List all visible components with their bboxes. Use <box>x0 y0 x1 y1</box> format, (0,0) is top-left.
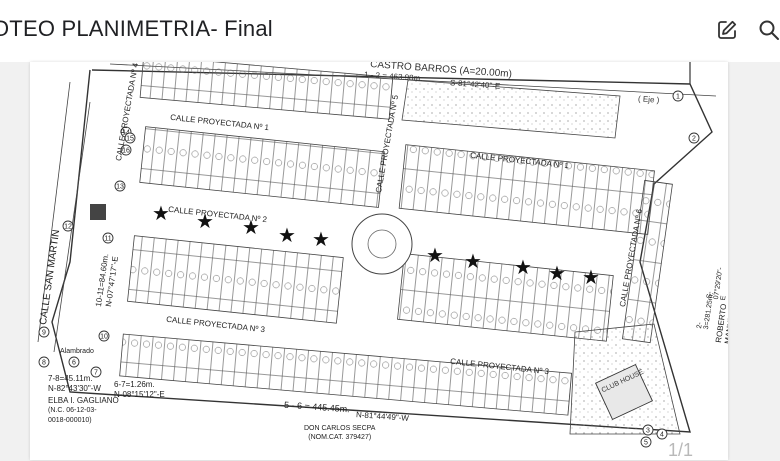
boundary-point-5 <box>640 436 652 448</box>
owner-left-nc2: 0018-000010) <box>48 417 92 424</box>
segment-7-8-block: 7-8=45.11m. N-82°43'30"-W ELBA I. GAGLIA… <box>48 374 119 426</box>
marker-square <box>90 204 106 220</box>
svg-text:★: ★ <box>312 229 330 251</box>
boundary-point-16 <box>120 144 132 156</box>
boundary-point-label: 7 <box>94 370 98 377</box>
boundary-point-label: 15 <box>126 136 134 143</box>
boundary-point-9 <box>38 326 50 338</box>
owner-left: ELBA I. GAGLIANO <box>48 396 119 405</box>
owner-bottom-nom: (NOM.CAT. 379427) <box>308 434 372 441</box>
boundary-point-12 <box>62 220 74 232</box>
boundary-point-4 <box>656 428 668 440</box>
svg-text:★: ★ <box>514 257 532 279</box>
svg-text:★: ★ <box>196 211 214 233</box>
boundary-point-15 <box>124 132 136 144</box>
svg-text:★: ★ <box>152 203 170 225</box>
boundary-point-10 <box>98 330 110 342</box>
boundary-point-3 <box>642 424 654 436</box>
svg-text:★: ★ <box>278 225 296 247</box>
boundary-point-13 <box>114 180 126 192</box>
boundary-point-label: 14 <box>122 130 130 137</box>
boundary-point-label: 1 <box>676 94 680 101</box>
search-icon[interactable] <box>756 17 780 43</box>
boundary-point-label: 9 <box>42 330 46 337</box>
right-bearing: S-07°29'20"-E <box>706 266 728 301</box>
boundary-point-6 <box>68 356 80 368</box>
svg-text:★: ★ <box>464 251 482 273</box>
document-title: OTEO PLANIMETRIA- Final <box>0 16 273 41</box>
page-indicator: 1/1 <box>668 440 694 460</box>
app-header: OTEO PLANIMETRIA- Final <box>0 0 780 62</box>
boundary-point-label: 10 <box>100 334 108 341</box>
boundary-point-8 <box>38 356 50 368</box>
boundary-point-label: 5 <box>644 440 648 447</box>
owner-bottom: DON CARLOS SECPA <box>304 425 376 432</box>
boundary-point-1 <box>672 90 684 102</box>
segment-6-7-block: 6-7=1.26m. N-08°15'12"-E <box>114 380 165 400</box>
svg-text:★: ★ <box>548 263 566 285</box>
boundary-point-2 <box>688 132 700 144</box>
boundary-point-label: 6 <box>72 360 76 367</box>
owner-left-nc: (N.C. 06-12-03- <box>48 407 97 414</box>
boundary-point-label: 4 <box>660 432 664 439</box>
boundary-point-label: 2 <box>692 136 696 143</box>
boundary-point-11 <box>102 232 114 244</box>
owner-bottom-block: DON CARLOS SECPA (NOM.CAT. 379427) <box>304 424 375 442</box>
svg-text:★: ★ <box>582 267 600 289</box>
bearing-6-7: N-08°15'12"-E <box>114 390 165 399</box>
boundary-point-label: 12 <box>64 224 72 231</box>
boundary-point-7 <box>90 366 102 378</box>
bearing-7-8: N-82°43'30"-W <box>48 384 101 393</box>
boundary-point-label: 16 <box>122 148 130 155</box>
seg-6-7: 6-7=1.26m. <box>114 380 155 389</box>
boundary-point-label: 11 <box>104 236 111 243</box>
boundary-point-label: 13 <box>116 184 124 191</box>
boundary-point-label: 8 <box>42 360 46 367</box>
seg-7-8: 7-8=45.11m. <box>48 374 93 383</box>
boundary-point-label: 3 <box>646 428 650 435</box>
edit-icon[interactable] <box>714 17 740 43</box>
svg-text:★: ★ <box>242 217 260 239</box>
axis-label: ( Eje ) <box>637 94 660 105</box>
site-plan-drawing: ★ ★ ★ ★ ★ ★ ★ ★ ★ ★ 12345678910111213141… <box>37 62 717 448</box>
stamp-label: Alambrado <box>60 348 94 355</box>
svg-text:★: ★ <box>426 245 444 267</box>
